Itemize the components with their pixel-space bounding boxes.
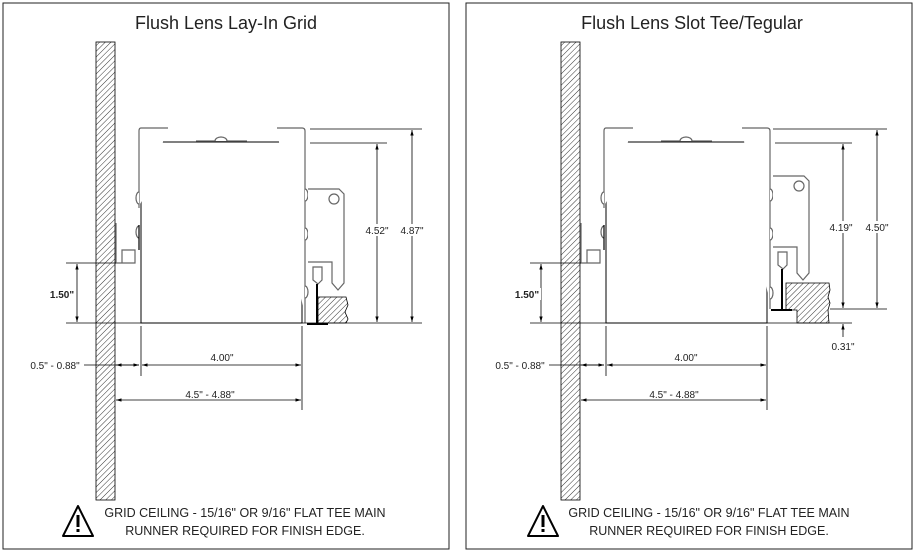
panel-title: Flush Lens Lay-In Grid — [135, 13, 317, 33]
dim-overall-width: 4.5" - 4.88" — [649, 390, 699, 401]
dim-height-outer: 4.50" — [865, 223, 888, 234]
dim-reveal: 0.31" — [831, 342, 854, 353]
hanger-plate — [308, 188, 345, 291]
warning-line-1: GRID CEILING - 15/16" OR 9/16" FLAT TEE … — [104, 506, 385, 520]
wall-hatch-and-housing — [560, 41, 768, 501]
dim-height-inner: 4.19" — [829, 223, 852, 234]
dim-height-inner: 4.52" — [365, 226, 388, 237]
panel-title: Flush Lens Slot Tee/Tegular — [581, 13, 803, 33]
dim-housing-width: 4.00" — [210, 353, 233, 364]
warning-line-1: GRID CEILING - 15/16" OR 9/16" FLAT TEE … — [568, 506, 849, 520]
warning-line-2: RUNNER REQUIRED FOR FINISH EDGE. — [589, 524, 829, 538]
ceiling-tile — [785, 282, 831, 324]
right-bracket — [277, 127, 306, 323]
panel-lay-in-grid: Flush Lens Lay-In Grid 4.52" 4.87" 1.50"… — [2, 2, 450, 550]
warning-triangle-icon — [527, 505, 559, 537]
panel-slot-tee-tegular: Flush Lens Slot Tee/Tegular 4.19" 4.50" … — [465, 2, 913, 550]
dim-housing-width: 4.00" — [674, 353, 697, 364]
wall-hatch-and-housing — [95, 41, 303, 501]
dim-bracket-height: 1.50" — [50, 290, 74, 301]
right-bracket — [742, 127, 771, 309]
warning-line-2: RUNNER REQUIRED FOR FINISH EDGE. — [125, 524, 365, 538]
dim-height-outer: 4.87" — [400, 226, 423, 237]
dim-wall-gap: 0.5" - 0.88" — [495, 361, 545, 372]
dim-bracket-height: 1.50" — [515, 290, 539, 301]
hanger-plate — [773, 175, 810, 281]
warning-triangle-icon — [62, 505, 94, 537]
ceiling-tile — [317, 296, 349, 324]
dim-wall-gap: 0.5" - 0.88" — [30, 361, 80, 372]
dim-overall-width: 4.5" - 4.88" — [185, 390, 235, 401]
